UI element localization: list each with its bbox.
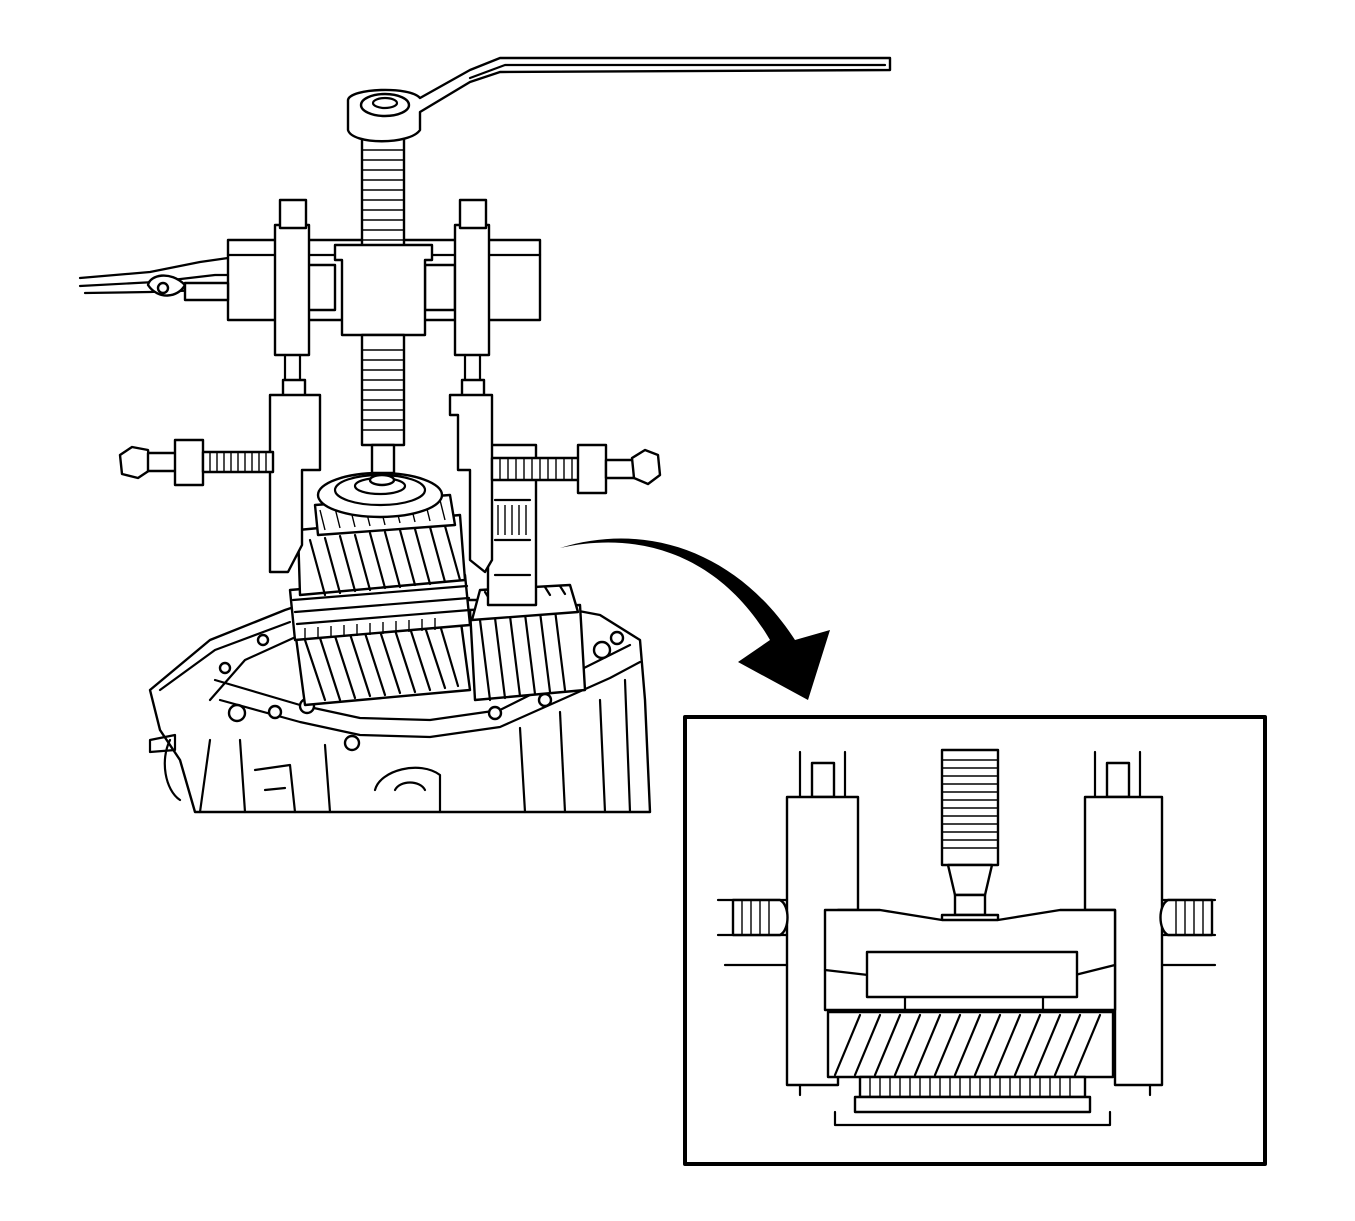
forcing-screw [333,126,434,475]
wrench [346,56,892,143]
puller-tool [78,56,892,574]
side-screw-left [118,438,275,487]
puller-leg-right [453,223,491,357]
detail-inset [683,715,1267,1166]
handle-tail [78,256,230,280]
gear-stack [288,443,587,707]
inset-bearing [865,950,1079,999]
puller-jaw-left [268,393,322,574]
puller-leg-left [273,223,311,357]
inset-frame [683,715,1267,1166]
curved-arrow [560,538,830,700]
side-screw-right [490,443,662,495]
inset-gear [826,1010,1115,1079]
